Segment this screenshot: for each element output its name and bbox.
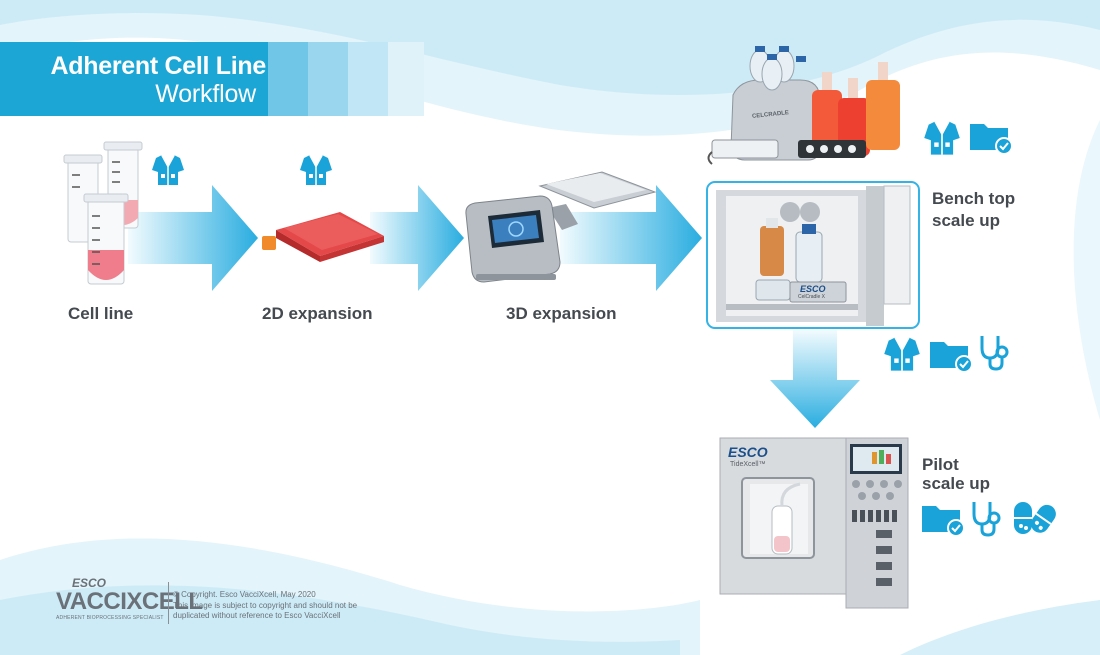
footer-notice-line-2: duplicated without reference to Esco Vac… — [173, 611, 341, 620]
arrow-2 — [370, 185, 464, 291]
hood-brand: ESCO — [800, 284, 826, 294]
lab-coat-icon — [924, 120, 960, 155]
label-cell-line: Cell line — [68, 304, 134, 323]
title-line-2: Workflow — [155, 80, 256, 108]
stethoscope-icon — [980, 336, 1009, 371]
label-pilot-2: scale up — [922, 474, 991, 493]
title-banner-strip-4 — [388, 42, 424, 116]
right-side-wave — [1073, 120, 1100, 420]
footer-divider — [168, 582, 169, 624]
stethoscope-icon — [972, 502, 1001, 537]
device-3d — [465, 171, 657, 283]
label-bench-top-1: Bench top — [932, 189, 1016, 208]
label-bench-top-2: scale up — [932, 211, 1001, 230]
pilot-model: TideXcell™ — [730, 461, 766, 468]
footer-copyright: © Copyright. Esco VacciXcell, May 2020 — [173, 590, 316, 599]
pilot-brand: ESCO — [728, 444, 768, 460]
lab-coat-icon — [152, 154, 184, 185]
title-banner-strip-1 — [268, 42, 308, 116]
footer-logo-brand: ESCO — [72, 576, 107, 590]
cell-line-tubes — [63, 141, 143, 285]
folder-check-icon — [970, 124, 1013, 155]
title-banner-strip-2 — [308, 42, 348, 116]
folder-check-icon — [930, 342, 973, 373]
lab-coat-icon — [300, 154, 332, 185]
top-wave-mid — [0, 0, 1100, 95]
hood-model: CelCradle X — [798, 294, 825, 300]
title-banner-strip-3 — [348, 42, 388, 116]
footer-logo-name: VACCIXCELL — [56, 588, 203, 615]
footer-notice-line-1: This image is subject to copyright and s… — [173, 601, 358, 610]
title-banner — [0, 42, 268, 116]
folder-check-icon — [922, 506, 965, 537]
arrow-3 — [560, 185, 702, 291]
label-3d-expansion: 3D expansion — [506, 304, 617, 323]
hood-interior — [716, 185, 911, 326]
arrow-1 — [128, 185, 258, 291]
label-2d-expansion: 2D expansion — [262, 304, 373, 323]
bottom-right-wave — [900, 600, 1100, 655]
label-pilot-1: Pilot — [922, 455, 959, 474]
lab-coat-icon — [884, 336, 920, 371]
bioreactor-bench — [707, 46, 900, 165]
pills-icon — [1014, 502, 1056, 534]
title-line-1: Adherent Cell Line — [50, 52, 267, 80]
footer-logo-tagline: ADHERENT BIOPROCESSING SPECIALIST — [56, 615, 164, 621]
flask-2d — [262, 212, 384, 262]
pilot-unit — [719, 437, 909, 609]
bottom-wave-mid — [0, 585, 680, 655]
arrow-down — [770, 330, 860, 428]
